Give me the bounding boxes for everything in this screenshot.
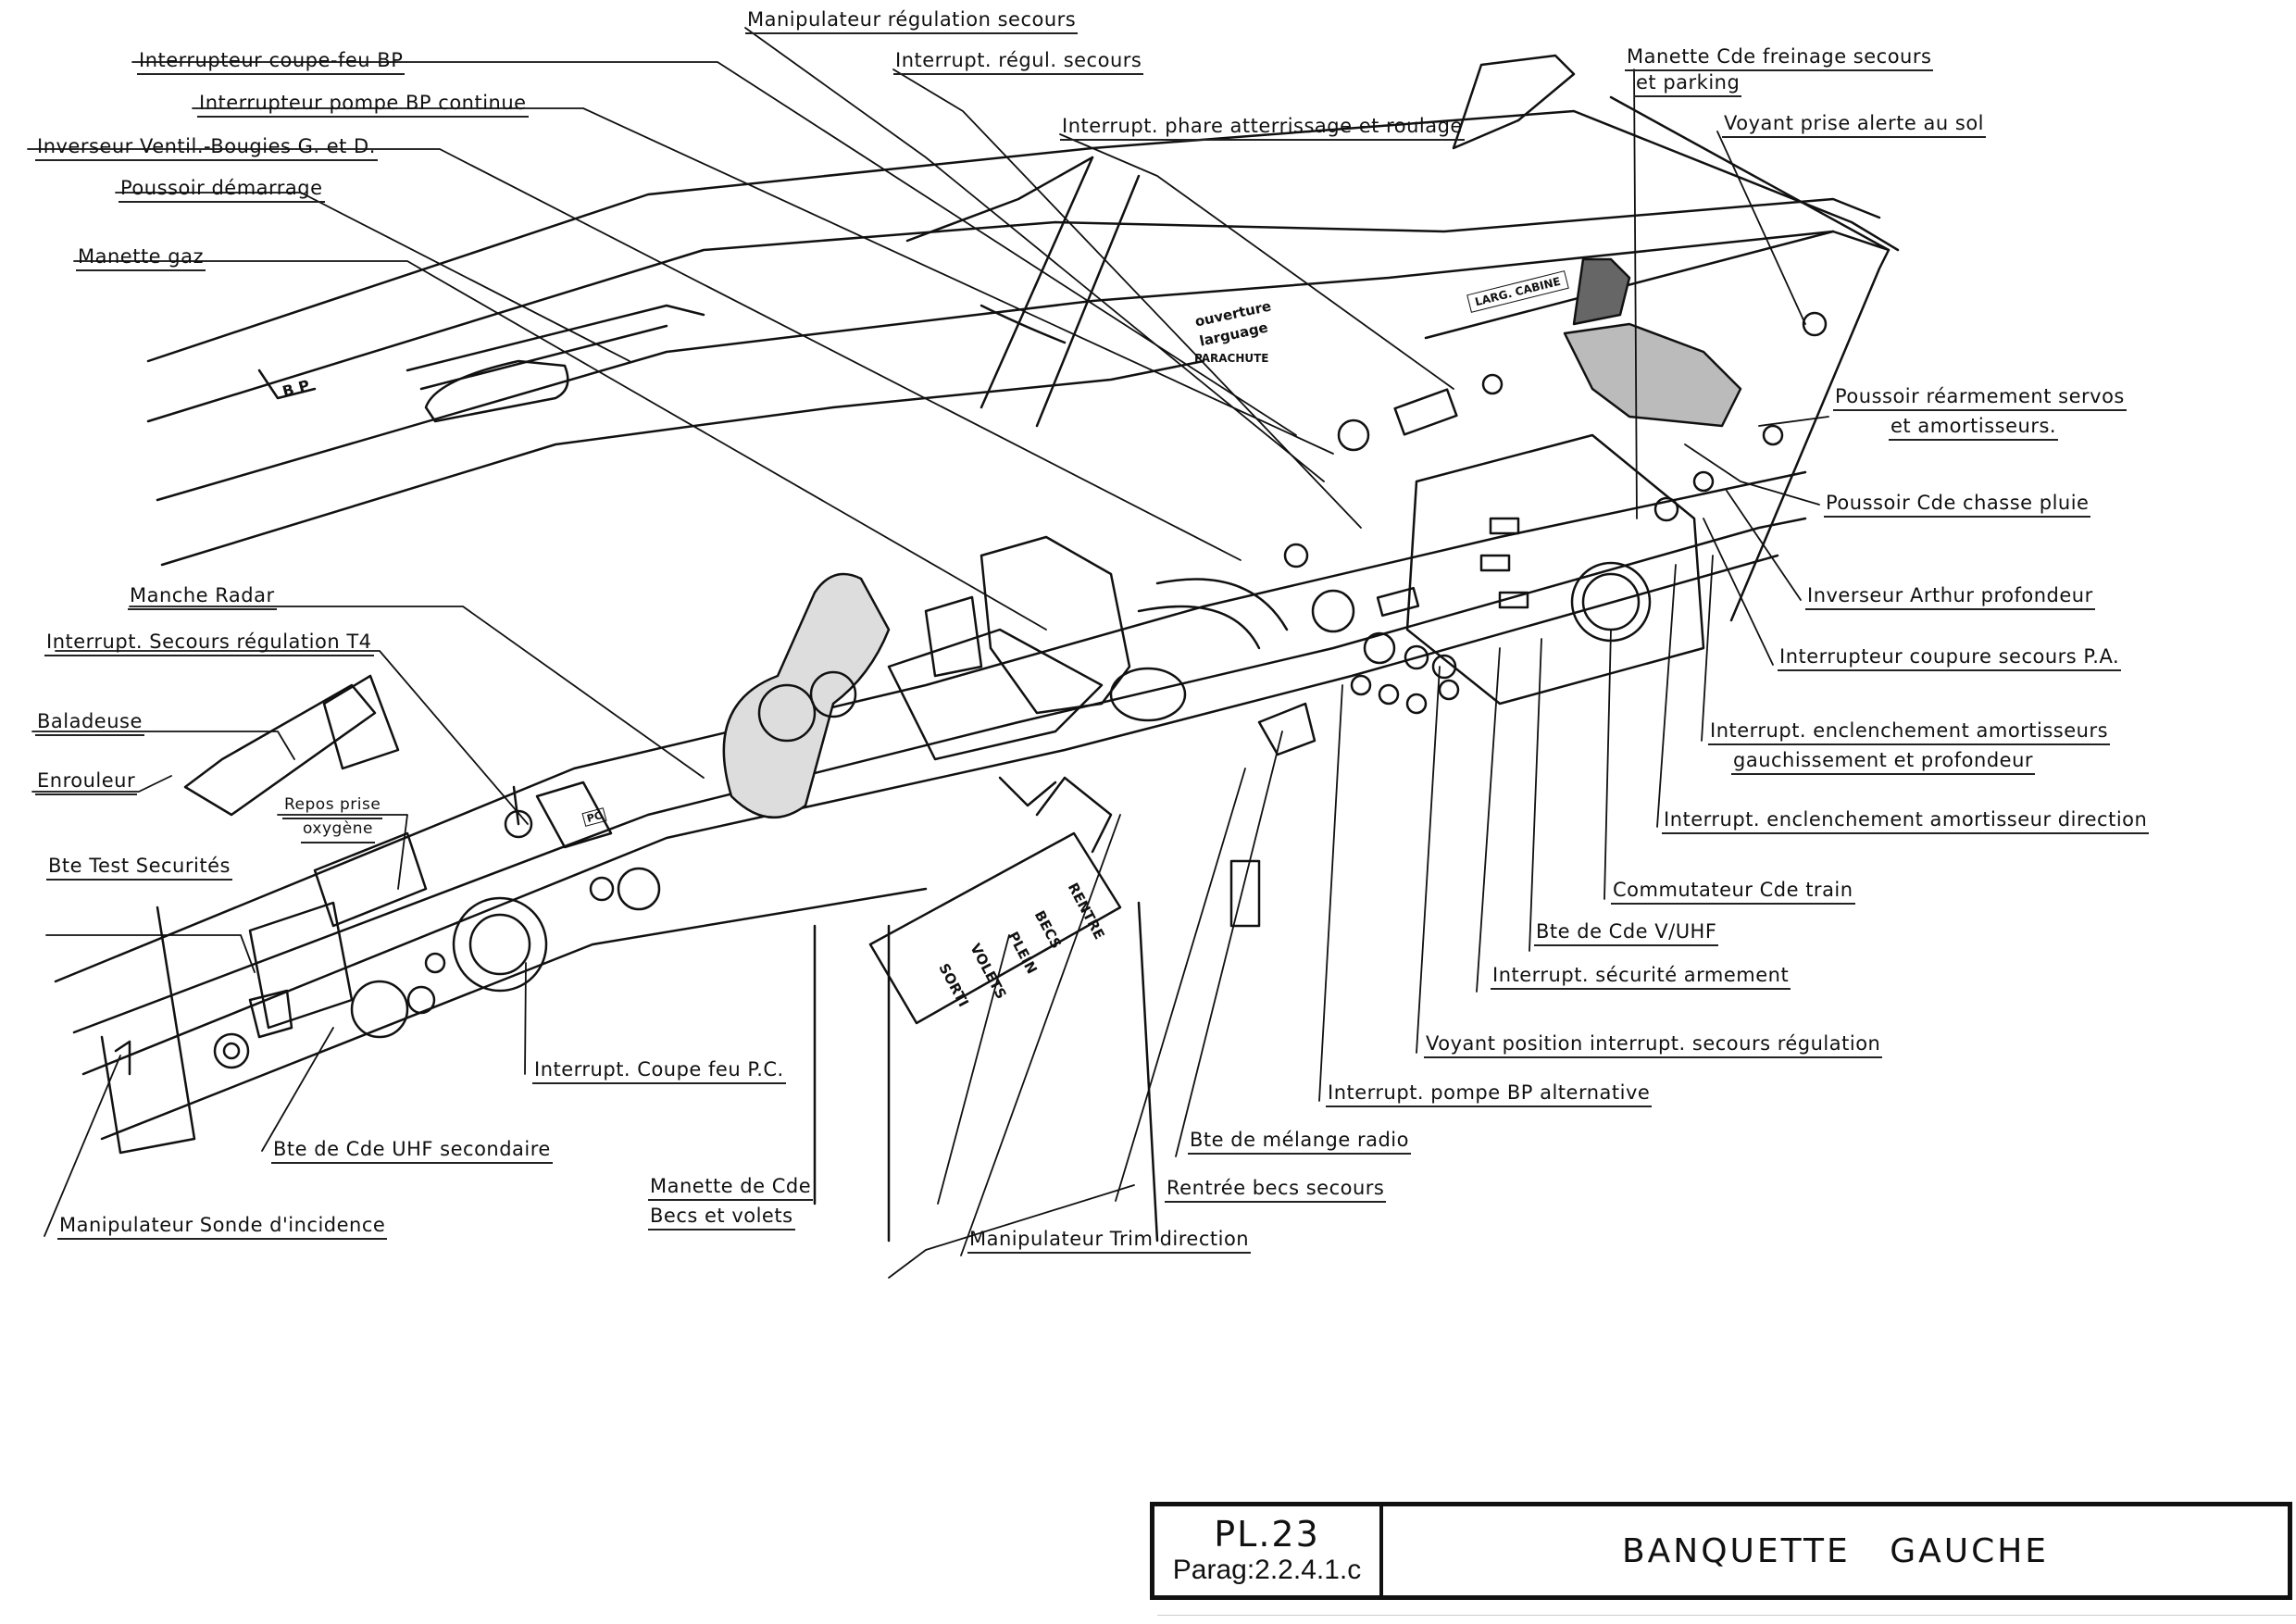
callout-inverseur-arthur: Inverseur Arthur profondeur <box>1805 583 2095 610</box>
callout-baladeuse: Baladeuse <box>35 709 144 736</box>
callout-bte-melange-radio: Bte de mélange radio <box>1188 1128 1411 1155</box>
callout-bte-uhf-secondaire: Bte de Cde UHF secondaire <box>271 1137 553 1164</box>
callout-voyant-position: Voyant position interrupt. secours régul… <box>1424 1031 1883 1058</box>
callout-poussoir-demarrage: Poussoir démarrage <box>119 176 325 203</box>
callout-poussoir-rearmement: Poussoir réarmement servos <box>1833 384 2127 411</box>
callout-manette-freinage: Manette Cde freinage secours <box>1625 44 1934 71</box>
callout-commutateur-train: Commutateur Cde train <box>1611 878 1855 905</box>
leader-lines <box>27 27 1829 1279</box>
right-switch-panel <box>1257 311 1828 756</box>
callout-bte-test-securites: Bte Test Securités <box>46 854 232 881</box>
callout-interrupt-pompe-bp-alternative: Interrupt. pompe BP alternative <box>1326 1081 1653 1107</box>
callout-inverseur-ventil-bougies: Inverseur Ventil.-Bougies G. et D. <box>35 134 378 161</box>
callout-enrouleur: Enrouleur <box>35 768 138 795</box>
canopy-rail <box>257 156 1141 428</box>
callout-interrupt-amortisseur-direction: Interrupt. enclenchement amortisseur dir… <box>1662 807 2150 834</box>
callout-manette-freinage-line2: et parking <box>1634 70 1742 97</box>
callout-bte-vuhf: Bte de Cde V/UHF <box>1534 919 1719 946</box>
bottom-rule <box>1157 1615 2296 1616</box>
brake-handle <box>1452 54 1742 428</box>
callout-manipulateur-regulation-secours: Manipulateur régulation secours <box>745 7 1079 34</box>
paragraph-reference: Parag:2.2.4.1.c <box>1172 1555 1362 1585</box>
title-block-reference: PL.23 Parag:2.2.4.1.c <box>1154 1506 1383 1595</box>
callout-interrupteur-coupe-feu-bp: Interrupteur coupe-feu BP <box>137 48 406 75</box>
callout-poussoir-rearmement-line2: et amortisseurs. <box>1889 414 2059 441</box>
callout-interrupt-secours-t4: Interrupt. Secours régulation T4 <box>44 630 374 656</box>
console-outline <box>54 95 1900 1243</box>
callout-interrupt-amortisseurs-line2: gauchissement et profondeur <box>1731 748 2036 775</box>
callout-interrupteur-coupure-pa: Interrupteur coupure secours P.A. <box>1778 644 2122 671</box>
callout-repos-prise: Repos prise <box>282 793 383 819</box>
callout-interrupt-regul-secours: Interrupt. régul. secours <box>893 48 1144 75</box>
callout-manipulateur-sonde: Manipulateur Sonde d'incidence <box>57 1213 388 1240</box>
callout-interrupteur-pompe-bp-continue: Interrupteur pompe BP continue <box>197 91 529 118</box>
title-block: PL.23 Parag:2.2.4.1.c BANQUETTE GAUCHE <box>1150 1502 2292 1600</box>
throttle-lever <box>887 535 1289 761</box>
callout-manette-gaz: Manette gaz <box>76 244 206 271</box>
callout-voyant-prise-alerte: Voyant prise alerte au sol <box>1722 111 1986 138</box>
callout-repos-prise-line2: oxygène <box>301 817 375 843</box>
placard-parachute-label: PARACHUTE <box>1194 352 1269 365</box>
callout-manette-becs-volets: Manette de Cde <box>648 1174 814 1201</box>
callout-poussoir-chasse-pluie: Poussoir Cde chasse pluie <box>1824 491 2091 518</box>
callout-rentree-becs-secours: Rentrée becs secours <box>1165 1176 1387 1203</box>
left-equipment <box>114 674 661 1076</box>
callout-manipulateur-trim: Manipulateur Trim direction <box>967 1227 1252 1254</box>
title-block-title-cell: BANQUETTE GAUCHE <box>1383 1506 2288 1595</box>
callout-interrupt-securite-armement: Interrupt. sécurité armement <box>1491 963 1791 990</box>
callout-interrupt-coupe-feu-pc: Interrupt. Coupe feu P.C. <box>532 1057 786 1084</box>
plate-number: PL.23 <box>1214 1514 1320 1555</box>
plate-title: BANQUETTE GAUCHE <box>1621 1531 2050 1570</box>
callout-manette-becs-volets-line2: Becs et volets <box>648 1204 795 1230</box>
callout-interrupt-amortisseurs: Interrupt. enclenchement amortisseurs <box>1708 718 2111 745</box>
callout-manche-radar: Manche Radar <box>128 583 277 610</box>
radar-stick <box>722 572 891 819</box>
flap-lever-box <box>868 776 1261 1025</box>
callout-interrupt-phare: Interrupt. phare atterrissage et roulage <box>1060 114 1465 141</box>
